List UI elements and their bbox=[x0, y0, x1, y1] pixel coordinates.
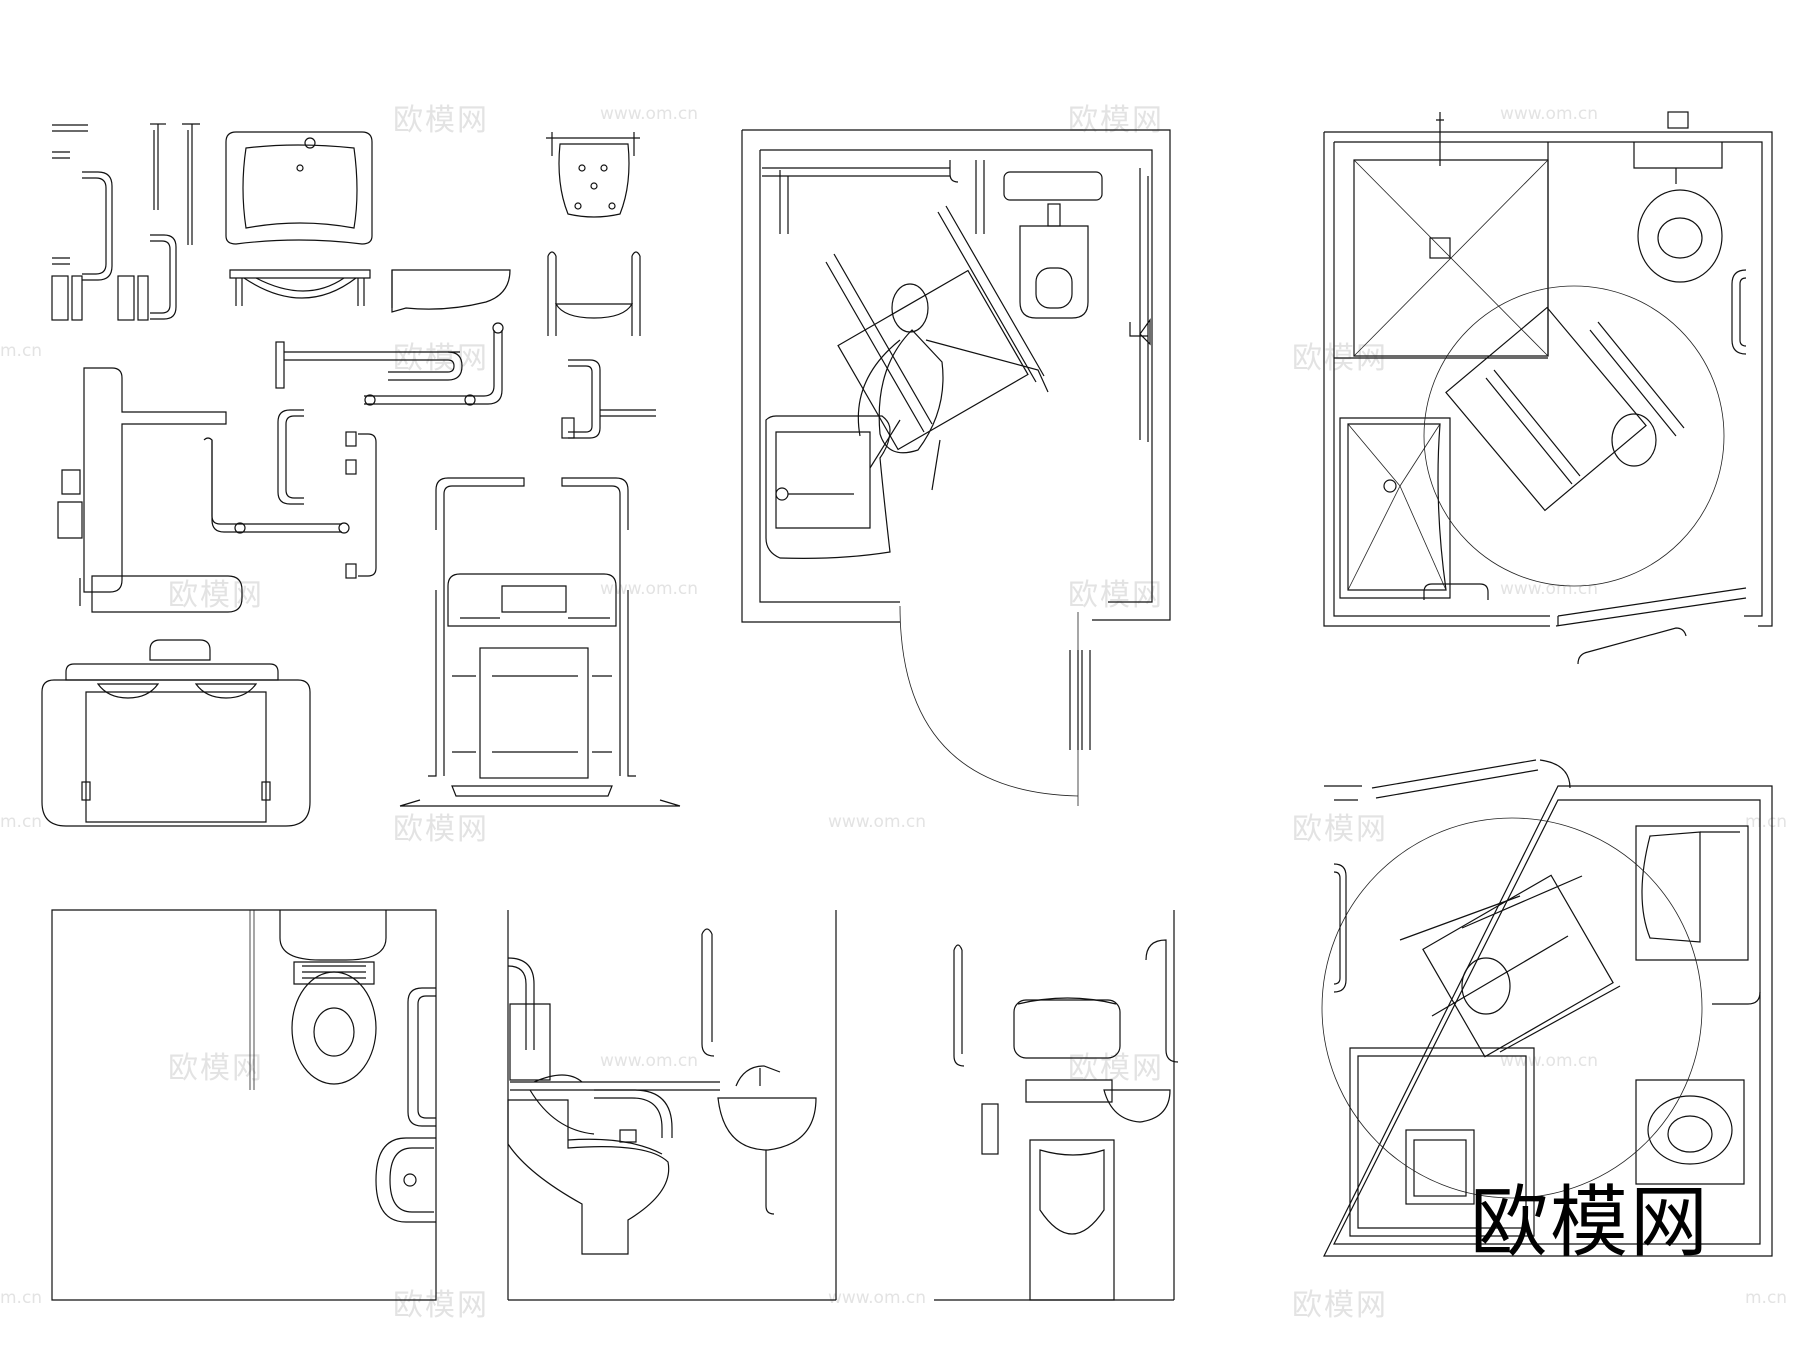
washbasin-icon bbox=[391, 269, 511, 313]
watermark-url-short: m.cn bbox=[0, 812, 43, 832]
watermark-url: www.om.cn bbox=[600, 1051, 699, 1071]
watermark-url-short: m.cn bbox=[1745, 1288, 1788, 1308]
toilet-icon bbox=[1635, 825, 1749, 1185]
shower-seat-icon bbox=[57, 367, 243, 613]
elevation-1 bbox=[51, 909, 437, 1301]
watermark-brand: 欧模网 bbox=[1292, 1288, 1388, 1323]
watermark-brand: 欧模网 bbox=[168, 1051, 264, 1086]
watermark-brand: 欧模网 bbox=[1292, 812, 1388, 847]
washbasin-icon bbox=[375, 1137, 436, 1223]
watermark-url: www.om.cn bbox=[600, 104, 699, 124]
toilet-icon bbox=[279, 910, 387, 1085]
toilet-icon bbox=[1633, 111, 1723, 283]
watermark-brand: 欧模网 bbox=[1068, 103, 1164, 138]
washbasin-icon bbox=[717, 1065, 817, 1215]
grab-bar-icon bbox=[561, 359, 656, 439]
watermark-brand: 欧模网 bbox=[393, 812, 489, 847]
watermark-url-short: m.cn bbox=[1745, 812, 1788, 832]
wheelchair-user-icon bbox=[1399, 874, 1621, 1058]
elevation-3 bbox=[934, 910, 1179, 1301]
grab-bar-icon bbox=[51, 124, 149, 321]
wheelchair-user-icon bbox=[1445, 306, 1685, 512]
elevation-2 bbox=[507, 910, 837, 1301]
watermark-brand: 欧模网 bbox=[1068, 578, 1164, 613]
watermark-brand: 欧模网 bbox=[393, 103, 489, 138]
washbasin-icon bbox=[225, 131, 373, 306]
toilet-icon bbox=[1013, 997, 1121, 1301]
watermark-url: www.om.cn bbox=[828, 1288, 927, 1308]
accessible-bathroom-plan-3 bbox=[1321, 759, 1773, 1257]
shower-tray bbox=[1353, 159, 1549, 357]
toilet-icon bbox=[1003, 171, 1103, 319]
watermark-brand: 欧模网 bbox=[168, 578, 264, 613]
accessible-bathroom-plan-2 bbox=[1323, 111, 1773, 665]
toilet-icon bbox=[41, 639, 311, 827]
watermark-url: www.om.cn bbox=[1500, 579, 1599, 599]
turning-circle-icon bbox=[1423, 285, 1725, 587]
brand-logo-text: 欧模网 bbox=[1470, 1178, 1711, 1268]
watermark-url: www.om.cn bbox=[600, 579, 699, 599]
wheelchair-user-icon bbox=[825, 205, 1049, 491]
shower-seat-icon bbox=[399, 477, 681, 807]
shower-tray bbox=[1339, 417, 1451, 599]
toilet-icon bbox=[507, 1003, 670, 1255]
watermark-brand: 欧模网 bbox=[393, 1288, 489, 1323]
grab-bar-icon bbox=[150, 123, 200, 320]
accessible-bathroom-plan-1 bbox=[741, 129, 1171, 806]
watermark-url: www.om.cn bbox=[828, 812, 927, 832]
watermark-url: www.om.cn bbox=[1500, 104, 1599, 124]
watermark-url-short: m.cn bbox=[0, 1288, 43, 1308]
grab-bar-icon bbox=[203, 409, 377, 579]
shower-seat-icon bbox=[546, 132, 641, 336]
watermark-url-short: m.cn bbox=[0, 341, 43, 361]
grab-bar-icon bbox=[275, 322, 504, 406]
shower-seat-icon bbox=[765, 415, 891, 559]
watermark-brand: 欧模网 bbox=[393, 341, 489, 376]
turning-circle-icon bbox=[1321, 817, 1703, 1199]
shower-seat-icon bbox=[1349, 1047, 1535, 1237]
